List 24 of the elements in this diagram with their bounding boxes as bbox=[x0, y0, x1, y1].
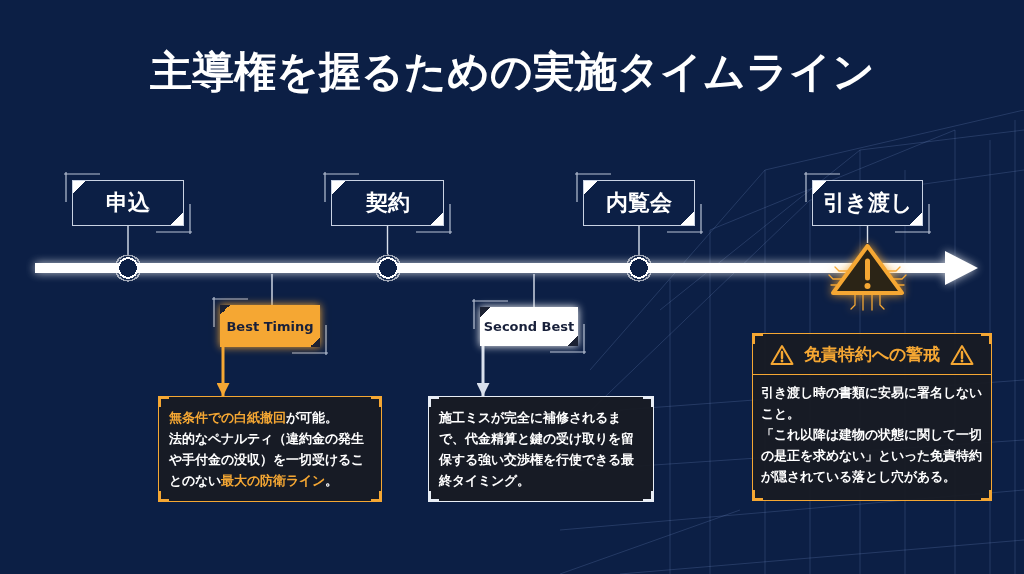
card-heading: 免責特約への警戒 bbox=[804, 344, 940, 365]
arrow bbox=[216, 347, 230, 396]
connector-line bbox=[638, 225, 640, 255]
description-card: 施工ミスが完全に補修されるまで、代金精算と鍵の受け取りを留保する強い交渉権を行使できる最終タイミング。 bbox=[428, 396, 654, 502]
warning-text: 引き渡し時の書類に安易に署名しないこと。 bbox=[761, 384, 983, 423]
connector-line bbox=[386, 225, 389, 255]
description-text: 無条件での白紙撤回が可能。 bbox=[169, 409, 339, 427]
timing-tag: Second Best bbox=[480, 307, 578, 346]
milestone-label: 引き渡し bbox=[812, 180, 923, 226]
title: 主導権を握るための実施タイムライン bbox=[149, 46, 875, 98]
milestone-label: 契約 bbox=[331, 180, 444, 226]
warning-icon bbox=[827, 243, 908, 312]
timing-tag: Best Timing bbox=[220, 305, 320, 347]
description-card bbox=[158, 396, 382, 502]
milestone-label: 内覧会 bbox=[583, 180, 695, 226]
connector-line bbox=[866, 225, 869, 244]
milestone-label: 申込 bbox=[72, 180, 184, 226]
description-text: 法的なペナルティ（違約金の発生や手付金の没収）を一切受けることのない最大の防衛ライン。 bbox=[169, 430, 365, 490]
warning-text: 「これ以降は建物の状態に関して一切の是正を求めない」といった免責特約が隠されている落とし穴がある。 bbox=[761, 426, 983, 486]
warning-card bbox=[752, 333, 992, 501]
arrow bbox=[476, 346, 490, 396]
connector-line bbox=[533, 273, 535, 308]
connector-line bbox=[271, 273, 273, 306]
connector-line bbox=[127, 225, 129, 255]
